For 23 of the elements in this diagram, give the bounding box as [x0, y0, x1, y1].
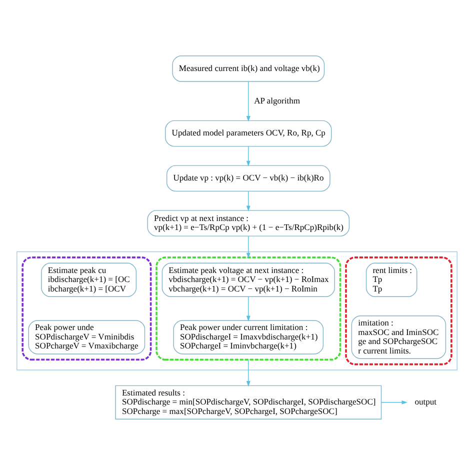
node-box: Measured current ib(k) and voltage vb(k) [172, 55, 325, 82]
node-box: Predict vp at next instance : vp(k+1) = e−Ts/RpCp vp(k) + (1 − e−Ts/RpCp)Rpib(k) [147, 210, 350, 236]
node-box: rent limits : Tp Tp [366, 262, 418, 296]
node-box: Estimate peak cu ibdischarge(k+1) = [OC ibcharge(k+1) = [OCV [41, 262, 137, 296]
arrow [381, 400, 408, 404]
node-box: Peak power under current limitation : SOPdischargeI = Imaxvbdischarge(k+1) SOPchargeI = Iminvbcharge(k+1) [173, 320, 324, 354]
node-text: output [414, 396, 437, 406]
node-box: Peak power unde SOPdischargeV = Vminibdis SOPchargeV = Vmaxibcharge [28, 320, 146, 354]
arrow [246, 146, 250, 166]
arrow [246, 296, 250, 321]
arrow [246, 80, 250, 122]
node-box: Estimated results : SOPdischarge = min[SOPdischargeV, SOPdischargeI, SOPdischargeSOC] SOPcharge = max[SOPchargeV, SOPchargeI, SOPchargeSOC] [115, 384, 382, 419]
arrow [246, 235, 250, 258]
edge-label: AP algorithm [254, 95, 300, 106]
arrow [246, 190, 250, 211]
cluster [345, 256, 452, 365]
arrow [246, 358, 250, 386]
cluster [156, 256, 342, 360]
node-box: Updated model parameters OCV, Ro, Rp, Cp [165, 120, 332, 146]
node-box: imitation : maxSOC and IminSOC ge and SOPchargeSOC r current limits. [351, 315, 446, 358]
node-box: Estimate peak voltage at next instance : vbdischarge(k+1) = OCV − vp(k+1) − RoImax vbcharge(k+1) = OCV − vp(k+1) − RoImin [162, 262, 335, 296]
node-box: Update vp : vp(k) = OCV − vb(k) − ib(k)Ro [166, 164, 330, 192]
cluster [22, 256, 152, 360]
